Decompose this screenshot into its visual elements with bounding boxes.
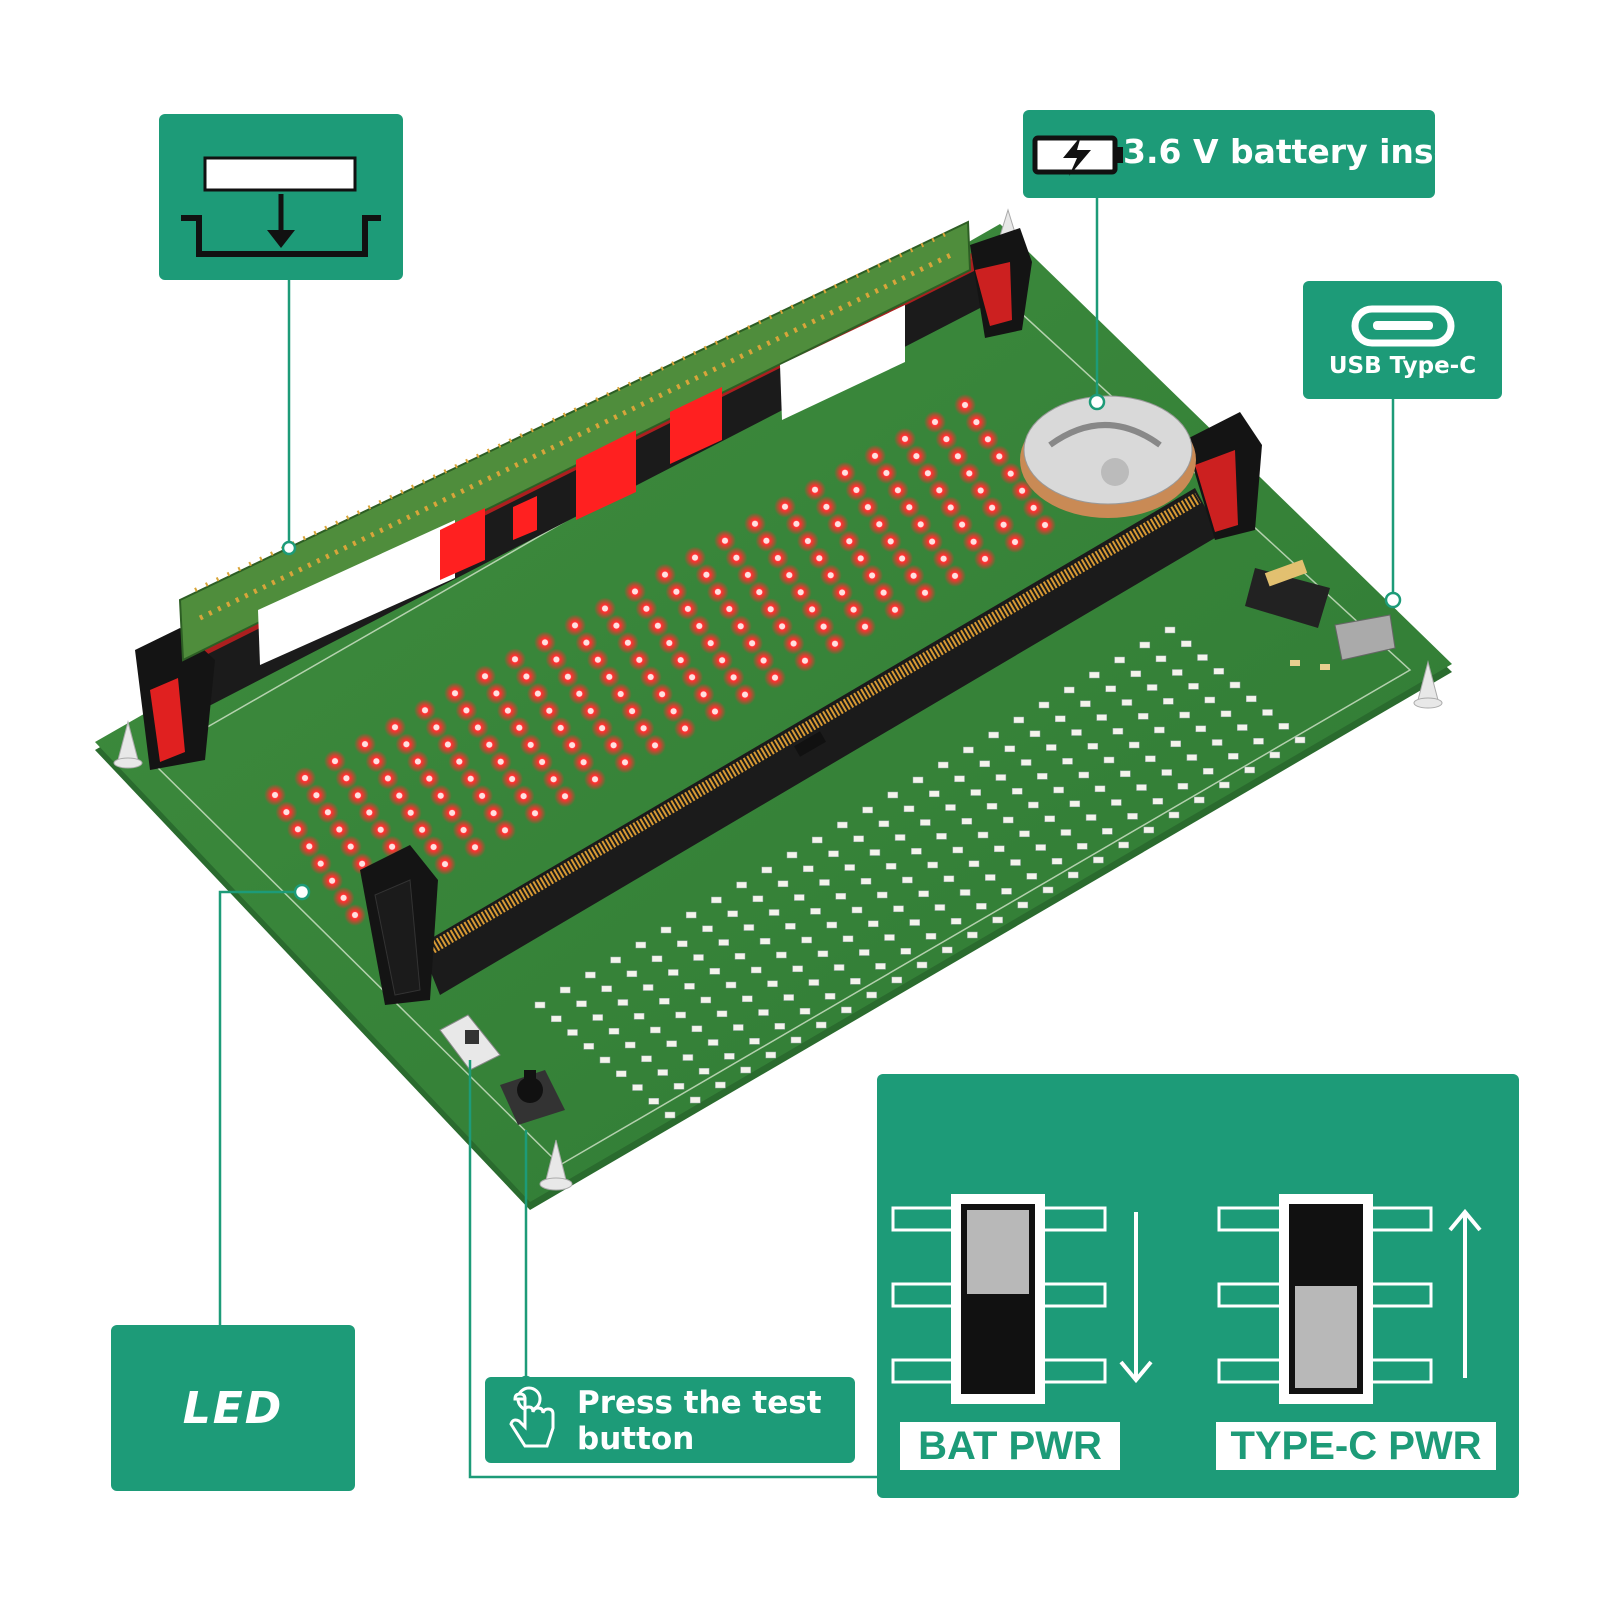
battery-charging-icon — [1032, 135, 1123, 176]
typec-pwr-label: TYPE-C PWR — [1216, 1422, 1496, 1470]
insert-module-callout — [159, 114, 403, 280]
usb-type-c-callout: USB Type-C — [1303, 281, 1502, 399]
led-callout-label: LED — [182, 1383, 284, 1434]
test-push-button — [500, 1070, 565, 1125]
hand-pointer-icon — [509, 1386, 555, 1448]
arrow-up-icon — [1448, 1208, 1482, 1378]
usb-callout-label: USB Type-C — [1328, 353, 1477, 379]
white-led-array — [534, 626, 1306, 1119]
test-callout-label: Press the test button — [577, 1385, 822, 1457]
typec-switch-icon — [1217, 1194, 1433, 1404]
power-slide-switch — [439, 1014, 501, 1071]
insert-module-icon — [181, 156, 381, 257]
lower-dimm-socket — [360, 412, 1262, 1005]
power-switch-callout: BAT PWR TYPE-C PWR — [877, 1074, 1519, 1498]
switch-diagram — [891, 1194, 1482, 1404]
standoff-feet — [113, 208, 1443, 1191]
led-callout: LED — [111, 1325, 355, 1491]
arrow-down-icon — [1119, 1212, 1153, 1384]
usb-c-port-icon — [1351, 305, 1455, 347]
bat-pwr-label: BAT PWR — [900, 1422, 1120, 1470]
battery-callout-label: 3.6 V battery insert — [1123, 132, 1488, 171]
usb-area-components — [1245, 559, 1396, 670]
coin-cell-holder — [1020, 395, 1196, 518]
callout-leader-lines — [218, 198, 1402, 1479]
test-button-callout: Press the test button — [485, 1377, 855, 1463]
battery-callout: 3.6 V battery insert — [1023, 110, 1488, 198]
ram-module — [178, 220, 972, 665]
bat-switch-icon — [891, 1194, 1107, 1404]
red-led-array — [264, 394, 1056, 926]
